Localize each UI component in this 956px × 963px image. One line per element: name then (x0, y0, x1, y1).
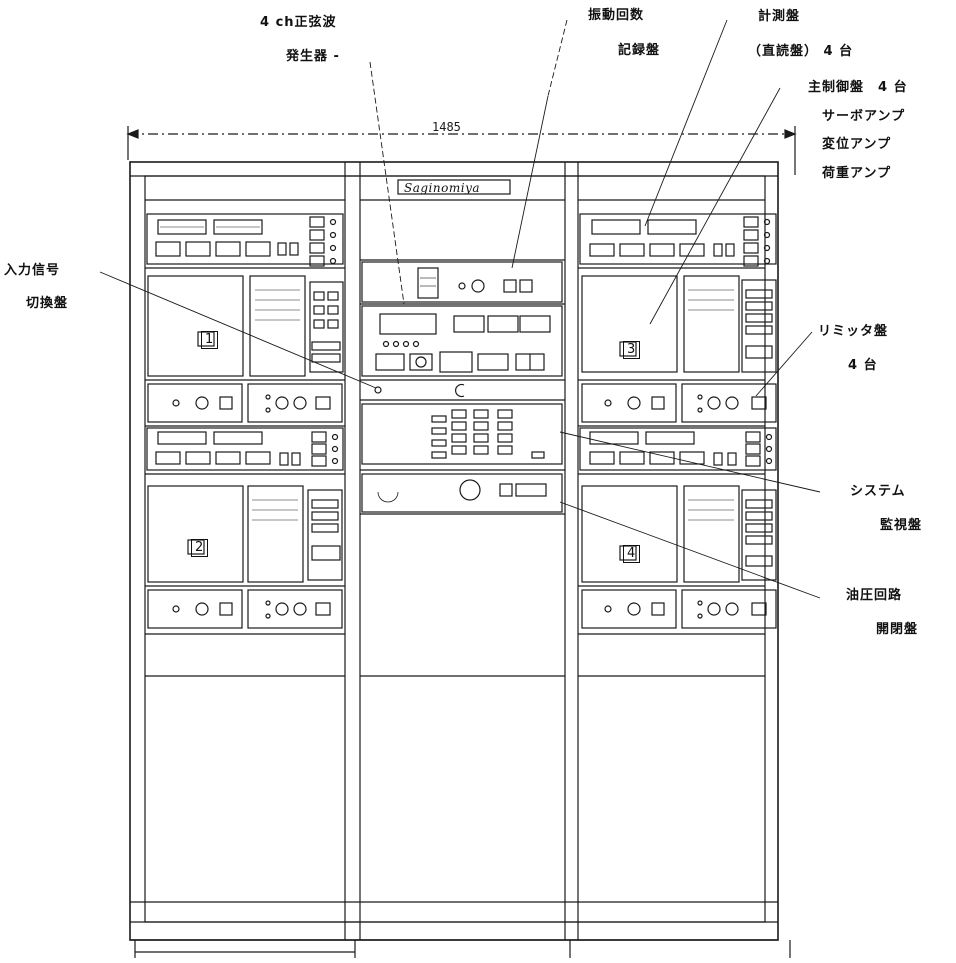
panel-number-4: 4 (623, 545, 641, 563)
callout-vibration-counter-line1: 振動回数 (588, 8, 645, 23)
panel-number-1: 1 (201, 331, 219, 349)
callout-system-monitor-line1: システム (850, 484, 906, 499)
cabinet-frame (129, 161, 791, 958)
callout-system-monitor-line2: 監視盤 (880, 518, 923, 533)
leader-lines (99, 19, 821, 599)
callout-main-control-line3: 変位アンプ (822, 137, 892, 152)
callout-sine-generator-line2: 発生器 - (286, 49, 340, 64)
left-column (145, 199, 345, 677)
callout-limiter-line1: リミッタ盤 (818, 324, 889, 339)
callout-hydraulic-switch-line1: 油圧回路 (846, 588, 903, 603)
panel-number-2: 2 (191, 539, 209, 557)
callout-measurement-line1: 計測盤 (758, 9, 801, 24)
dimension-line (126, 126, 797, 175)
callout-hydraulic-switch-line2: 開閉盤 (876, 622, 919, 637)
callout-sine-generator-line1: 4 ch正弦波 (260, 15, 337, 30)
callout-input-switch-line1: 入力信号 (4, 263, 61, 278)
panel-number-3: 3 (623, 341, 641, 359)
callout-input-switch-line2: 切換盤 (26, 296, 69, 311)
callout-main-control-line1: 主制御盤 4 台 (808, 80, 908, 95)
callout-vibration-counter-line2: 記録盤 (618, 43, 661, 58)
dimension-value: 1485 (432, 120, 461, 134)
center-column (360, 179, 565, 677)
callout-limiter-line2: 4 台 (848, 358, 878, 373)
right-column (578, 199, 777, 677)
brand-plate: Saginomiya (404, 181, 480, 195)
callout-main-control-line4: 荷重アンプ (822, 166, 892, 181)
callout-main-control-line2: サーボアンプ (822, 109, 906, 124)
callout-measurement-line2: （直読盤） 4 台 (748, 44, 854, 59)
